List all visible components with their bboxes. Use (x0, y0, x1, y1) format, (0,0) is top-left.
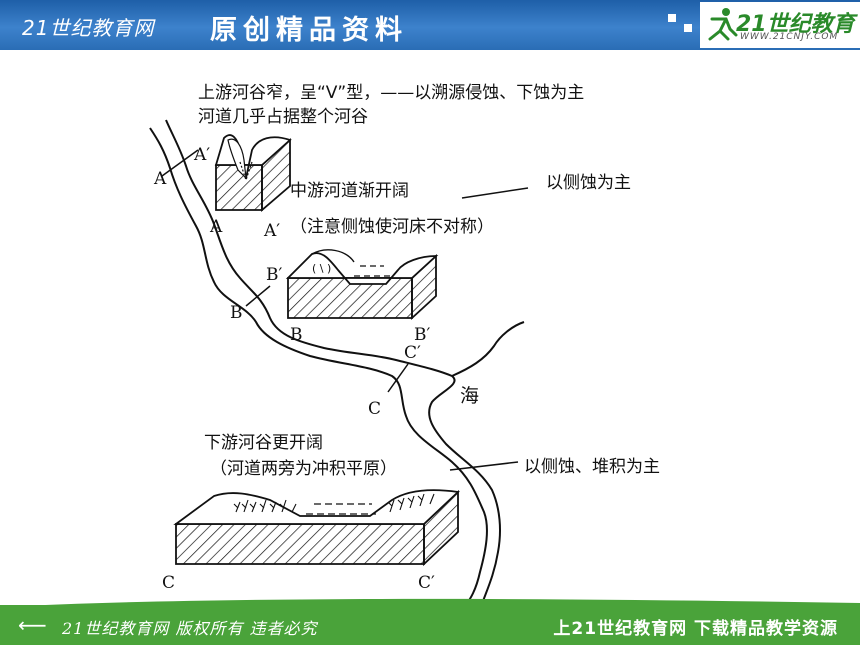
lower-block-left-label: C (162, 573, 175, 593)
middle-valley-block: ( \ ) (285, 249, 439, 321)
site-logo[interactable]: 21世纪教育 WWW.21CNJY.COM (700, 2, 860, 48)
middle-block-left-label: B (290, 325, 303, 345)
lower-callout: 以侧蚀、堆积为主 (524, 457, 660, 477)
middle-desc-line1: 中游河道渐开阔 (290, 181, 409, 201)
back-arrow-icon[interactable]: ⟵ (18, 613, 47, 637)
lower-block-right-label: C′ (418, 573, 435, 593)
river-valley-diagram: A A′ B B′ C C′ 上游河谷窄，呈“V”型，——以溯源侵蚀、下蚀为主 … (149, 83, 660, 605)
banner-title: 原创精品资料 (210, 15, 408, 46)
middle-callout: 以侧蚀为主 (546, 173, 631, 193)
footer-wave (0, 598, 860, 607)
lower-desc-line2: （河道两旁为冲积平原） (210, 459, 397, 479)
upper-desc-line1: 上游河谷窄，呈“V”型，——以溯源侵蚀、下蚀为主 (198, 83, 584, 103)
point-c-prime: C′ (404, 343, 421, 363)
lower-desc-line1: 下游河谷更开阔 (204, 433, 323, 453)
point-a-prime: A′ (193, 145, 210, 165)
site-name: 21世纪教育网 (22, 16, 155, 40)
upper-block-left-label: A (209, 217, 223, 237)
lower-valley-block (173, 489, 460, 567)
upper-block-right-label: A′ (263, 221, 280, 241)
svg-text:( \ ): ( \ ) (312, 262, 331, 275)
middle-desc-line2: （注意侧蚀使河床不对称） (290, 216, 494, 237)
decor-square (684, 24, 692, 32)
middle-callout-line (461, 187, 529, 199)
logo-text: 21世纪教育 (736, 12, 855, 37)
footer-slogan[interactable]: 上21世纪教育网 下载精品教学资源 (553, 619, 838, 639)
header-banner: 21世纪教育网 原创精品资料 21世纪教育 WWW.21CNJY.COM (0, 0, 860, 50)
lower-callout-line (449, 461, 519, 471)
point-b: B (230, 303, 243, 323)
sea-label: 海 (460, 385, 479, 407)
river-bank-left (149, 127, 488, 605)
coastline (451, 321, 525, 377)
logo-url: WWW.21CNJY.COM (740, 32, 839, 42)
river-bank-right (165, 119, 501, 605)
section-line-c (387, 363, 409, 393)
section-line-a (161, 149, 199, 177)
runner-icon (708, 8, 738, 41)
footer-bar: ⟵ 21世纪教育网 版权所有 违者必究 上21世纪教育网 下载精品教学资源 (0, 598, 860, 645)
upper-desc-line2: 河道几乎占据整个河谷 (198, 107, 368, 127)
section-line-b (245, 285, 271, 307)
point-b-prime: B′ (266, 265, 282, 285)
copyright-text: 21世纪教育网 版权所有 违者必究 (62, 619, 318, 638)
upper-valley-block (214, 134, 292, 212)
point-c: C (368, 399, 381, 419)
point-a: A (153, 169, 167, 189)
decor-square (668, 14, 676, 22)
middle-block-right-label: B′ (414, 325, 430, 345)
